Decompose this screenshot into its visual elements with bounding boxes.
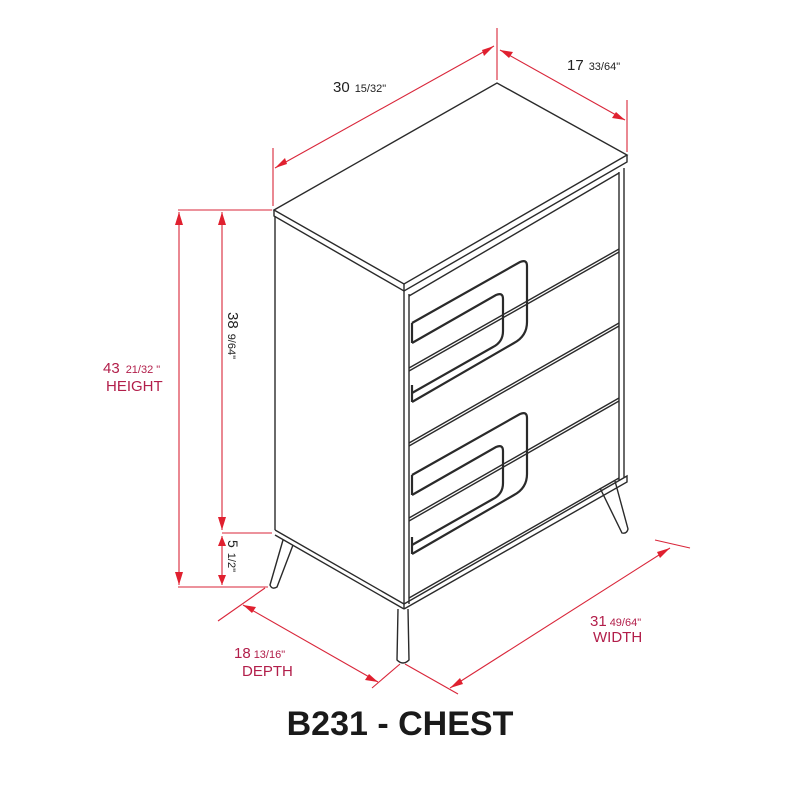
drawer-handle-upper	[410, 260, 529, 403]
depth-label: DEPTH	[242, 663, 293, 680]
chest-drawing	[269, 82, 629, 664]
leg-height-label: 51/2"	[225, 540, 241, 572]
drawer-separators	[408, 248, 620, 522]
dimension-lines	[175, 28, 691, 695]
drawer-handle-lower	[410, 412, 529, 555]
width-label: WIDTH	[593, 629, 642, 646]
top-surface	[272, 82, 629, 285]
height-label: HEIGHT	[106, 378, 163, 395]
body-height-label: 389/64"	[224, 312, 241, 359]
diagram-title: B231 - CHEST	[286, 705, 514, 743]
legs	[269, 480, 629, 664]
